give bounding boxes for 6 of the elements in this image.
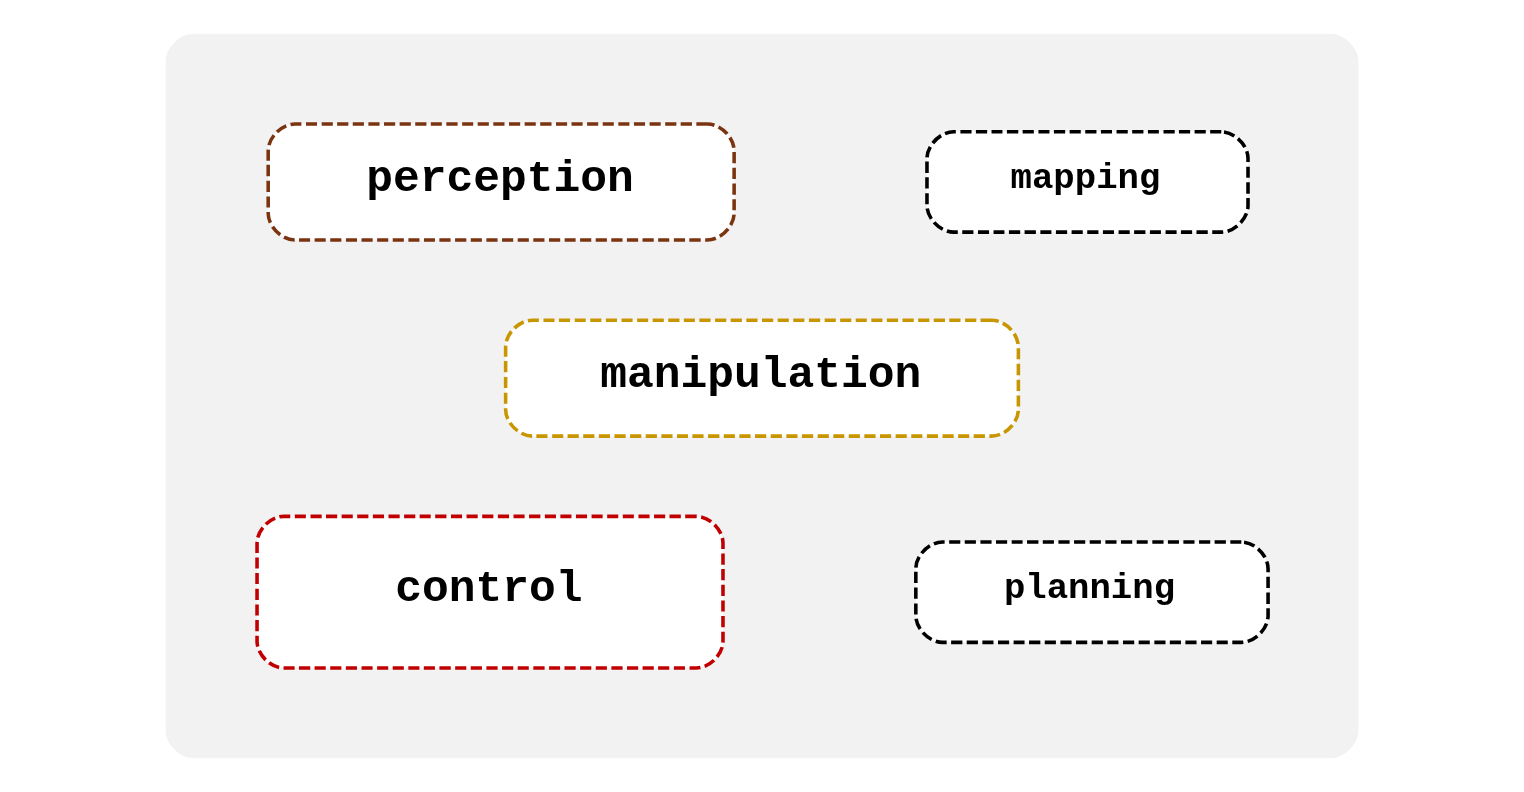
node-box: planning bbox=[914, 540, 1270, 645]
cluster bbox=[165, 33, 1359, 759]
node-box: control bbox=[255, 514, 725, 670]
node-box: manipulation bbox=[503, 318, 1021, 438]
node-box: perception bbox=[266, 122, 736, 242]
node-box: mapping bbox=[925, 130, 1250, 234]
